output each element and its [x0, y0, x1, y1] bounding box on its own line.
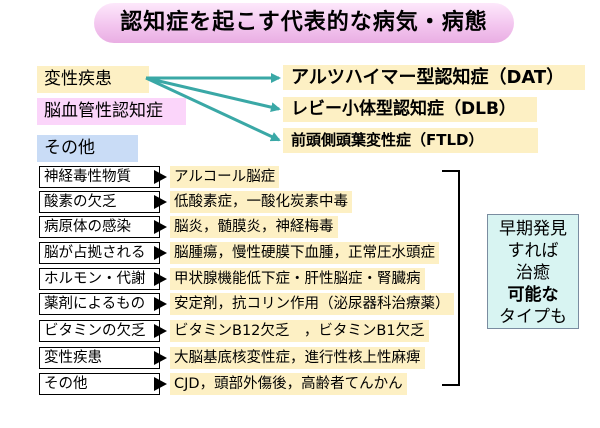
cause-label: 脳が占拠される: [39, 242, 160, 264]
result-dat: アルツハイマー型認知症（DAT）: [283, 65, 585, 90]
grouping-bracket: [442, 170, 460, 386]
diagram-title: 認知症を起こす代表的な病気・病態: [94, 3, 514, 43]
triangle-arrow-icon: [154, 351, 167, 365]
triangle-arrow-icon: [154, 297, 167, 311]
cause-label: 神経毒性物質: [39, 166, 160, 188]
category-degenerative: 変性疾患: [37, 66, 149, 93]
triangle-arrow-icon: [154, 272, 167, 286]
cause-label: ビタミンの欠乏: [39, 320, 160, 342]
category-vascular: 脳血管性認知症: [37, 98, 186, 125]
triangle-arrow-icon: [154, 246, 167, 260]
cause-detail: 大脳基底核変性症，進行性核上性麻痺: [170, 347, 425, 369]
arrow-to-ftld: [145, 76, 281, 142]
result-dlb: レビー小体型認知症（DLB）: [283, 97, 537, 122]
cause-label: 酸素の欠乏: [39, 191, 160, 213]
cause-label: ホルモン・代謝: [39, 268, 160, 290]
cause-detail: 甲状腺機能低下症・肝性脳症・腎臓病: [170, 268, 425, 290]
cause-detail: 安定剤，抗コリン作用（泌尿器科治療薬）: [170, 293, 454, 315]
cause-detail: 低酸素症，一酸化炭素中毒: [170, 191, 352, 213]
treatable-line: 治癒: [516, 263, 550, 283]
category-other: その他: [37, 135, 138, 162]
cause-label: 薬剤によるもの: [39, 293, 160, 315]
treatable-line: 可能な: [507, 285, 559, 305]
treatable-line: すれば: [507, 241, 559, 261]
treatable-line: 早期発見: [499, 219, 567, 239]
cause-detail: CJD，頭部外傷後，高齢者てんかん: [170, 373, 407, 395]
arrow-to-dlb: [145, 76, 281, 113]
treatable-line: タイプも: [499, 307, 567, 327]
triangle-arrow-icon: [154, 377, 167, 391]
cause-label: 変性疾患: [39, 347, 160, 369]
triangle-arrow-icon: [154, 220, 167, 234]
cause-detail: アルコール脳症: [170, 166, 280, 188]
cause-label: その他: [39, 373, 160, 395]
triangle-arrow-icon: [154, 324, 167, 338]
cause-detail: ビタミンB12欠乏 ，ビタミンB1欠乏: [170, 320, 429, 342]
cause-detail: 脳腫瘍，慢性硬膜下血腫，正常圧水頭症: [170, 242, 439, 264]
cause-detail: 脳炎，髄膜炎，神経梅毒: [170, 216, 338, 238]
triangle-arrow-icon: [154, 170, 167, 184]
cause-label: 病原体の感染: [39, 216, 160, 238]
result-ftld: 前頭側頭葉変性症（FTLD）: [283, 128, 538, 153]
treatable-note: 早期発見 すれば 治癒 可能な タイプも: [487, 214, 579, 329]
triangle-arrow-icon: [154, 195, 167, 209]
